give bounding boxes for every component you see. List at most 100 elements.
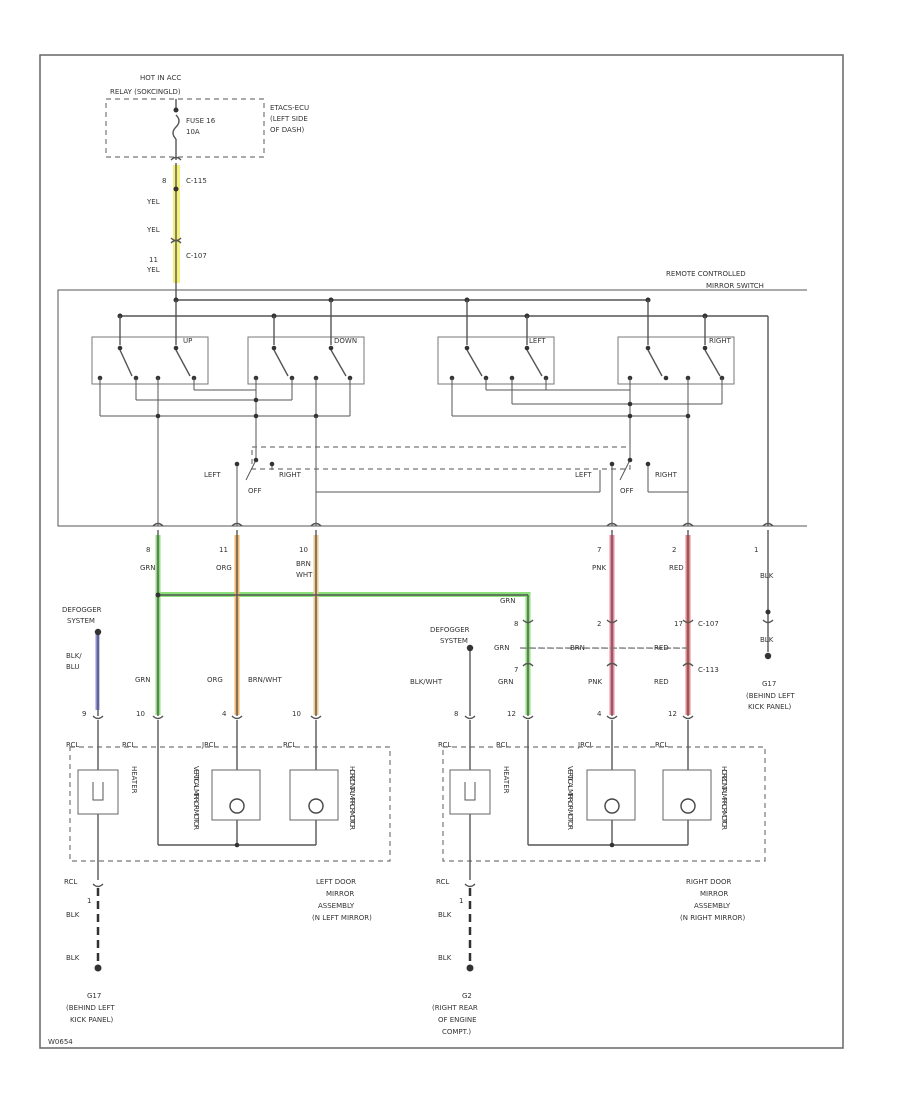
right-red-label: RED [654,644,669,652]
right-pin-2: 2 [597,620,601,628]
switch-label-1: REMOTE CONTROLLED [666,270,746,278]
switch-contacts [119,300,721,377]
right-assy-1: RIGHT DOOR [686,878,732,886]
selector-left-1: LEFT [204,471,221,479]
left-org: ORG [207,676,223,684]
p1-pin: 8 [146,546,150,554]
right-conn-c107: C-107 [698,620,719,628]
selector-dots [234,457,651,467]
selector-left-2: LEFT [575,471,592,479]
right-assy-4: (N RIGHT MIRROR) [680,914,746,922]
feed-wire-3: YEL [146,266,160,274]
etacs-label-3: OF DASH) [270,126,305,134]
fuse-box [105,98,265,158]
right-pnk: PNK [588,678,602,686]
left-brn-wht: BRN/WHT [248,676,282,684]
right-mid-connectors [522,619,774,624]
right-heater-element [464,782,476,801]
left-ground-loc-2: KICK PANEL) [70,1016,113,1024]
switch-junction-dots [155,397,691,419]
right-ground-blk1: BLK [438,911,452,919]
grn-branch-label: GRN [500,597,516,605]
right-blk-wht: BLK/WHT [410,678,443,686]
left-assembly-wires [97,720,317,880]
diagram-frame [39,54,844,1049]
footer-code: W0654 [48,1038,73,1046]
right-pin-a: 8 [454,710,458,718]
switch-terminal-dots [97,345,725,381]
p3-wire: BRN [296,560,311,568]
left-terminal-marks [92,715,322,720]
left-ground-blk1: BLK [66,911,80,919]
right-horiz-motor-icon [680,798,696,814]
right-assy-3: ASSEMBLY [694,902,731,910]
right-heater-label: HEATER [502,766,510,794]
right-horiz-motor-label: HORIZONTAL MIRROR MOTOR [720,766,728,830]
left-grn: GRN [135,676,151,684]
switch-down-label: DOWN [334,337,357,345]
left-ground-id: G17 [87,992,101,1000]
g17-blk-label: BLK [760,636,774,644]
p5-pin: 2 [672,546,676,554]
left-assembly-dash-box [69,746,391,862]
right-heater-box [449,769,491,815]
g17-loc-right-1: (BEHIND LEFT [746,692,795,700]
right-ground-loc-3: COMPT.) [442,1028,471,1036]
left-pin-d: 10 [292,710,301,718]
selector-off-1: OFF [248,487,262,495]
p6-pin: 1 [754,546,758,554]
left-assy-3: ASSEMBLY [318,902,355,910]
left-heater-box [77,769,119,815]
left-wire-blu-2: BLU [66,663,79,671]
switch-left-label: LEFT [529,337,546,345]
etacs-label-1: ETACS-ECU [270,104,309,112]
right-pin-c: 4 [597,710,602,718]
harness-lines [97,530,769,716]
switch-body-outline [57,289,807,527]
selector-dash-box [251,446,631,470]
left-assy-1: LEFT DOOR [316,878,356,886]
right-assembly-wires [469,720,689,880]
connector-c115-symbol [170,156,182,161]
p2-pin: 11 [219,546,228,554]
right-pin-8: 8 [514,620,518,628]
p5-wire: RED [669,564,684,572]
left-ground-connector [92,883,104,888]
left-vert-motor-label: VERTICAL MIRROR MOTOR [192,766,200,830]
left-defogger-2: SYSTEM [67,617,95,625]
switch-box-right [617,336,735,385]
fuse-symbol [172,114,180,140]
left-wire-blu-1: BLK/ [66,652,82,660]
right-brn-label: BRN [570,644,585,652]
switch-box-left [437,336,555,385]
p4-pin: 7 [597,546,601,554]
left-pin-c: 4 [222,710,227,718]
right-terminal-marks [464,715,694,720]
right-vert-motor-box [586,769,636,821]
hot-label: HOT IN ACC [140,74,181,82]
left-ground-loc-1: (BEHIND LEFT [66,1004,115,1012]
right-rc-b: RCL [496,741,509,749]
g17-loc-right-2: KICK PANEL) [748,703,791,711]
right-defogger-1: DEFOGGER [430,626,470,634]
left-horiz-motor-label: HORIZONTAL MIRROR MOTOR [348,766,356,830]
left-horiz-motor-box [289,769,339,821]
right-grn: GRN [498,678,514,686]
right-pin-b: 12 [507,710,516,718]
left-pin-b: 10 [136,710,145,718]
right-horiz-motor-box [662,769,712,821]
p2-wire: ORG [216,564,232,572]
p6-wire: BLK [760,572,774,580]
left-ground-point [94,964,102,972]
left-assy-4: (N LEFT MIRROR) [312,914,372,922]
fuse-amp: 10A [186,128,200,136]
left-rc-a: RCL [66,741,79,749]
left-ground-blk2: BLK [66,954,80,962]
right-ground-blk2: BLK [438,954,452,962]
switch-box-up [91,336,209,385]
left-rc-b: RCL [122,741,135,749]
left-vert-motor-icon [229,798,245,814]
left-ground-rcl: RCL [64,878,77,886]
right-vert-motor-icon [604,798,620,814]
